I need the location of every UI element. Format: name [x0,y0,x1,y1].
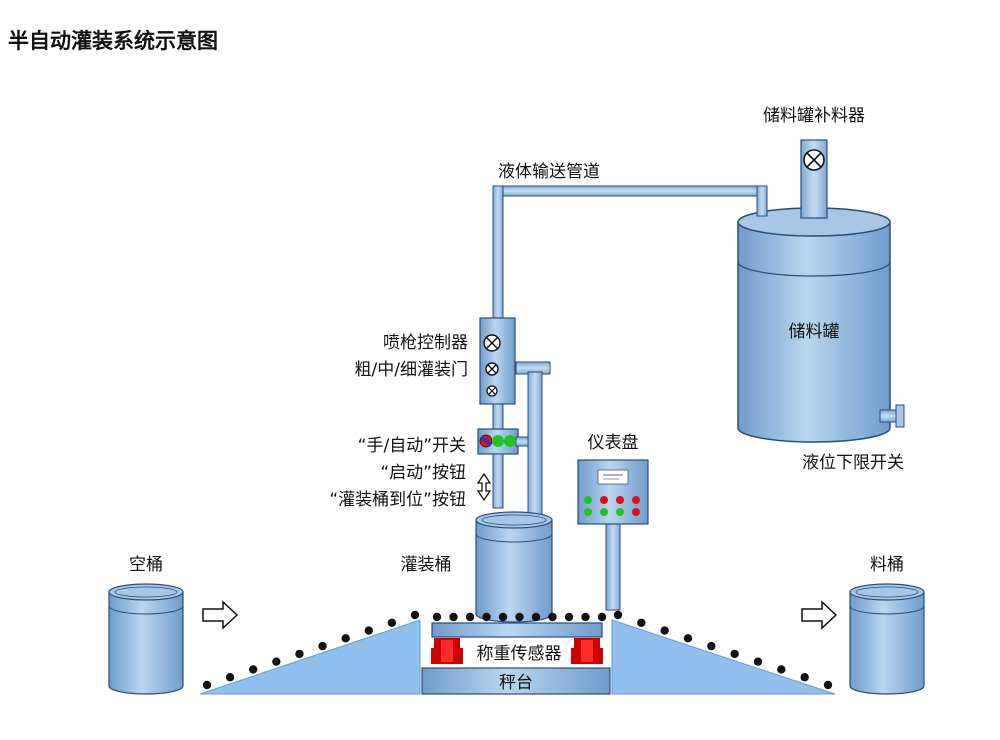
button-block: “手/自动”开关 “启动”按钮 “灌装桶到位”按钮 [329,428,529,510]
start-button-label: “启动”按钮 [380,463,466,483]
right-ramp [611,619,836,695]
mode-switch-light [479,434,493,448]
roller-dot [531,612,541,622]
liquid-pipe: 液体输送管道 [492,162,768,323]
nozzle-pipe-lower [492,453,504,509]
filling-barrel-label: 灌装桶 [401,555,452,575]
sensor-label: 称重传感器 [477,644,562,664]
roller-dot [432,612,442,622]
instrument-panel: 仪表盘 [577,433,649,611]
roller-dot [800,673,809,682]
roller-dot [364,626,373,635]
roller-dot [823,680,833,690]
scale: 称重传感器 秤台 [421,622,611,695]
pipe-label: 液体输送管道 [498,162,600,182]
nozzle-pipe-upper [492,403,504,431]
roller-dot [318,641,327,651]
empty-barrel: 空桶 [108,555,184,695]
refill-feeder: 储料罐补料器 [763,106,865,219]
load-cell-left [431,638,463,664]
conveyor-rollers [202,610,833,690]
roller-dot [548,612,557,622]
roller-dot [637,618,646,627]
double-arrow-icon [476,472,492,502]
roller-dot [707,641,716,651]
arrow-right-icon [801,600,838,630]
roller-dot [249,665,258,674]
arrow-right-icon [202,600,239,630]
valve-icon [483,334,501,352]
valve-icon [803,149,825,171]
roller-dot [683,634,693,643]
load-cell-right [571,638,603,664]
roller-dot [564,612,574,622]
arrive-button-label: “灌装桶到位”按钮 [329,490,466,510]
roller-dot [341,634,350,643]
roller-dot [777,665,786,674]
mode-switch-label: “手/自动”开关 [358,436,466,456]
roller-dot [449,612,458,622]
tank-label: 储料罐 [789,322,840,342]
roller-dot [613,610,623,620]
roller-dot [515,612,524,622]
gun-controller: 喷枪控制器 粗/中/细灌装门 [355,317,516,405]
roller-dot [498,612,508,622]
panel-label: 仪表盘 [588,433,639,453]
roller-dot [410,610,420,620]
roller-dot [272,657,281,666]
left-ramp [199,619,421,695]
roller-dot [387,618,397,627]
roller-dot [225,673,235,682]
filling-barrel: 灌装桶 [401,511,553,623]
storage-tank: 储料罐 [737,207,891,443]
valve-icon [486,385,498,397]
platform-label: 秤台 [499,673,533,693]
full-barrel-label: 料桶 [870,555,904,575]
low-level-switch: 液位下限开关 [802,404,905,473]
roller-dot [465,612,475,622]
roller-dot [581,612,590,622]
roller-dot [202,680,212,690]
full-barrel: 料桶 [849,555,925,695]
valves-label: 粗/中/细灌装门 [355,360,468,380]
start-button-light [492,435,504,447]
roller-dot [597,612,607,622]
low-level-label: 液位下限开关 [802,453,904,473]
roller-dot [660,626,669,635]
roller-dot [730,649,739,659]
refill-label: 储料罐补料器 [763,106,865,126]
roller-dot [295,649,304,659]
empty-barrel-label: 空桶 [129,555,163,575]
arrive-button-light [504,435,516,447]
valve-icon [485,362,499,376]
roller-dot [482,612,491,622]
page-title: 半自动灌装系统示意图 [8,29,218,53]
gun-controller-label: 喷枪控制器 [383,333,468,353]
roller-dot [753,657,763,666]
